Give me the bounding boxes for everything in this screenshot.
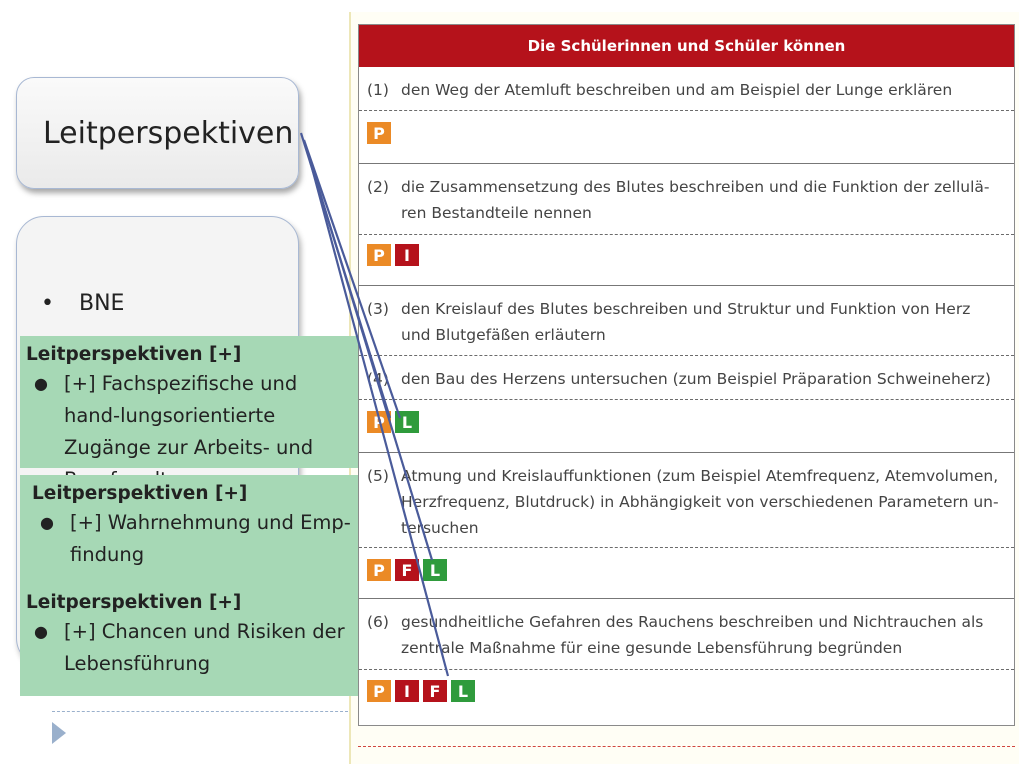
callout-bullet: ● [40, 513, 54, 532]
callout-text: [+] Wahrnehmung und Emp-findung [70, 511, 351, 566]
badge-p: P [367, 680, 391, 702]
row-number: (4) [367, 370, 389, 388]
badge-i: I [395, 244, 419, 266]
divider-line [52, 711, 348, 712]
page-break-line [358, 746, 1015, 747]
row-divider [359, 547, 1014, 548]
row-border [359, 598, 1014, 599]
row-border [359, 452, 1014, 453]
callout-panel: Leitperspektiven [+] ● [+] Chancen und R… [20, 584, 358, 696]
row-number: (1) [367, 81, 389, 99]
row-number: (2) [367, 178, 389, 196]
table-row: (3) den Kreislauf des Blutes beschreiben… [359, 286, 1014, 356]
callout-title: Leitperspektiven [+] [26, 592, 242, 613]
row-text: den Kreislauf des Blutes beschreiben und… [401, 300, 971, 344]
table-row: (1) den Weg der Atemluft beschreiben und… [359, 67, 1014, 164]
row-border [359, 163, 1014, 164]
callout-item: ● [+] Chancen und Risiken der Lebensführ… [26, 616, 352, 680]
badge-l: L [423, 559, 447, 581]
badge-p: P [367, 122, 391, 144]
row-number: (5) [367, 467, 389, 485]
badge-p: P [367, 411, 391, 433]
badge-f: F [395, 559, 419, 581]
table-row: (4) den Bau des Herzens untersuchen (zum… [359, 356, 1014, 453]
list-item[interactable]: • BNE [41, 291, 124, 316]
row-divider [359, 355, 1014, 356]
table-row: (2) die Zusammensetzung des Blutes besch… [359, 164, 1014, 286]
row-border [359, 285, 1014, 286]
row-divider [359, 669, 1014, 670]
table-header: Die Schülerinnen und Schüler können [359, 25, 1014, 67]
leitperspektiven-title-button[interactable]: Leitperspektiven [16, 77, 299, 189]
badge-group: P I F L [367, 680, 475, 702]
badge-p: P [367, 244, 391, 266]
row-divider [359, 399, 1014, 400]
callout-panel: Leitperspektiven [+] ● [+] Wahrnehmung u… [20, 475, 358, 587]
play-icon[interactable] [52, 722, 66, 744]
row-text: Atmung und Kreislauffunktionen (zum Beis… [401, 467, 999, 537]
callout-title: Leitperspektiven [+] [32, 483, 248, 504]
badge-p: P [367, 559, 391, 581]
row-text: die Zusammensetzung des Blutes beschreib… [401, 178, 990, 222]
callout-bullet: ● [34, 622, 48, 641]
callout-title: Leitperspektiven [+] [26, 344, 242, 365]
table-row: (6) gesundheitliche Gefahren des Rauchen… [359, 599, 1014, 723]
list-bullet: • [41, 291, 54, 316]
badge-l: L [451, 680, 475, 702]
row-text: gesundheitliche Gefahren des Rauchens be… [401, 613, 984, 657]
row-divider [359, 234, 1014, 235]
row-divider [359, 110, 1014, 111]
list-item-label: BNE [79, 291, 125, 316]
badge-group: P L [367, 411, 419, 433]
row-text: den Bau des Herzens untersuchen (zum Bei… [401, 370, 991, 388]
badge-i: I [395, 680, 419, 702]
callout-text: [+] Chancen und Risiken der Lebensführun… [64, 620, 345, 675]
badge-f: F [423, 680, 447, 702]
row-number: (6) [367, 613, 389, 631]
table-row: (5) Atmung und Kreislauffunktionen (zum … [359, 453, 1014, 599]
row-number: (3) [367, 300, 389, 318]
callout-item: ● [+] Wahrnehmung und Emp-findung [32, 507, 352, 571]
callout-panel: Leitperspektiven [+] ● [+] Fachspezifisc… [20, 336, 358, 491]
badge-l: L [395, 411, 419, 433]
callout-bullet: ● [34, 374, 48, 393]
badge-group: P F L [367, 559, 447, 581]
badge-group: P [367, 122, 391, 144]
row-text: den Weg der Atemluft beschreiben und am … [401, 81, 953, 99]
competency-table: Die Schülerinnen und Schüler können (1) … [358, 24, 1015, 726]
badge-group: P I [367, 244, 419, 266]
